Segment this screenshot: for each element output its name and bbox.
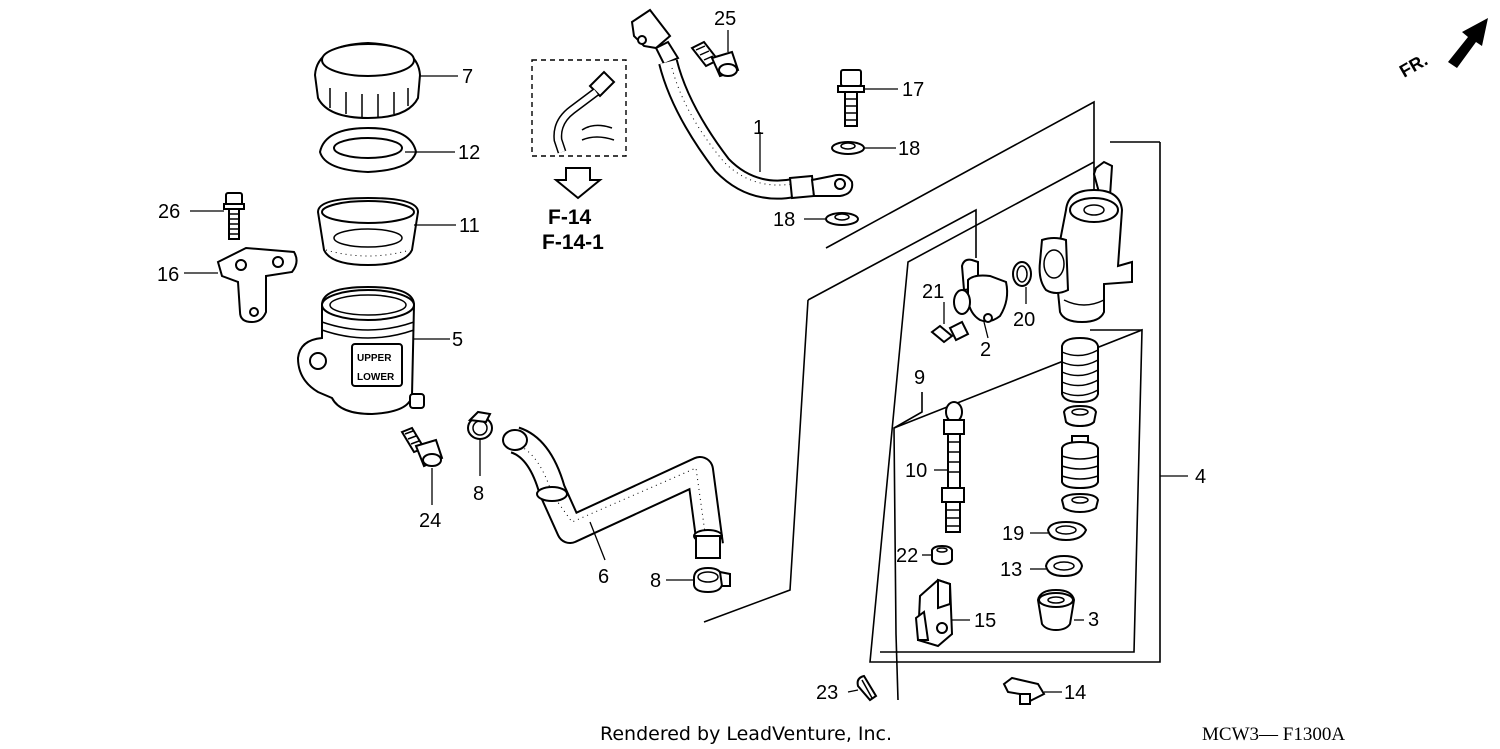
bolt-25 <box>690 30 740 78</box>
boot-3 <box>1036 588 1084 632</box>
callout-labels: 1234567889101112131415161718181920212223… <box>157 8 1206 704</box>
callout-p18a: 18 <box>898 138 920 160</box>
reservoir-hose <box>502 426 724 561</box>
callout-p12: 12 <box>458 142 480 164</box>
callout-p13: 13 <box>1000 559 1022 581</box>
bolt-24 <box>400 426 444 505</box>
reservoir-cap <box>313 41 458 120</box>
callout-p6: 6 <box>598 566 609 588</box>
callout-p23: 23 <box>816 682 838 704</box>
callout-p21: 21 <box>922 281 944 303</box>
callout-p14: 14 <box>1064 682 1086 704</box>
push-rod-joint <box>914 578 970 648</box>
cotter-pin <box>847 674 878 702</box>
primary-cup <box>1062 404 1098 428</box>
callout-p7: 7 <box>462 66 473 88</box>
hose-clip-lower <box>666 566 731 594</box>
callout-p4: 4 <box>1195 466 1206 488</box>
callout-p15: 15 <box>974 610 996 632</box>
o-ring-20 <box>1012 261 1032 304</box>
callout-p16: 16 <box>157 264 179 286</box>
circlip-19 <box>1030 520 1088 542</box>
credit-text: Rendered by LeadVenture, Inc. <box>600 723 892 745</box>
callout-p18b: 18 <box>773 209 795 231</box>
front-indicator-label: FR. <box>1396 50 1431 82</box>
screw-21 <box>930 302 970 344</box>
callout-p2: 2 <box>980 339 991 361</box>
push-rod <box>934 401 965 533</box>
reference-inset: F-14 F-14-1 <box>531 59 627 254</box>
piston <box>1061 435 1099 490</box>
master-cylinder-body <box>1038 160 1133 324</box>
reservoir-bracket <box>184 246 298 324</box>
callout-p11: 11 <box>459 215 480 237</box>
callout-p8a: 8 <box>473 483 484 505</box>
diagram-code: MCW3— F1300A <box>1202 724 1345 745</box>
callout-p3: 3 <box>1088 609 1099 631</box>
callout-p8b: 8 <box>650 570 661 592</box>
upper-level-mark: UPPER <box>357 353 392 364</box>
callout-p1: 1 <box>753 117 764 139</box>
bolt-17 <box>837 69 898 127</box>
reservoir-diaphragm <box>316 196 456 267</box>
callout-p19: 19 <box>1002 523 1024 545</box>
bolt-26 <box>190 192 245 240</box>
brake-hose <box>630 8 854 200</box>
callout-p9: 9 <box>914 367 925 389</box>
callout-p26: 26 <box>158 201 180 223</box>
front-arrow-icon: FR. <box>1396 18 1488 81</box>
callout-p17: 17 <box>902 79 924 101</box>
reference-f14: F-14 <box>548 206 592 229</box>
assembly-frames <box>703 100 1188 701</box>
callout-p5: 5 <box>452 329 463 351</box>
callout-p22: 22 <box>896 545 918 567</box>
return-spring <box>1061 336 1099 404</box>
callout-p25: 25 <box>714 8 736 30</box>
callout-p20: 20 <box>1013 309 1035 331</box>
hose-clip-upper <box>467 410 493 476</box>
reservoir-plate <box>318 126 455 174</box>
joint-pin <box>1002 676 1062 705</box>
reference-f14-1: F-14-1 <box>542 231 604 254</box>
sealing-washer-lower <box>804 212 859 226</box>
brake-fluid-reservoir: UPPER LOWER <box>296 285 450 416</box>
reservoir-hose-joint <box>953 258 1009 339</box>
secondary-cup <box>1060 492 1100 514</box>
sealing-washer-upper <box>831 141 896 155</box>
lower-level-mark: LOWER <box>357 372 395 383</box>
callout-p10: 10 <box>905 460 927 482</box>
callout-p24: 24 <box>419 510 441 532</box>
circlip-13 <box>1030 554 1084 578</box>
lock-nut-22 <box>922 544 953 566</box>
